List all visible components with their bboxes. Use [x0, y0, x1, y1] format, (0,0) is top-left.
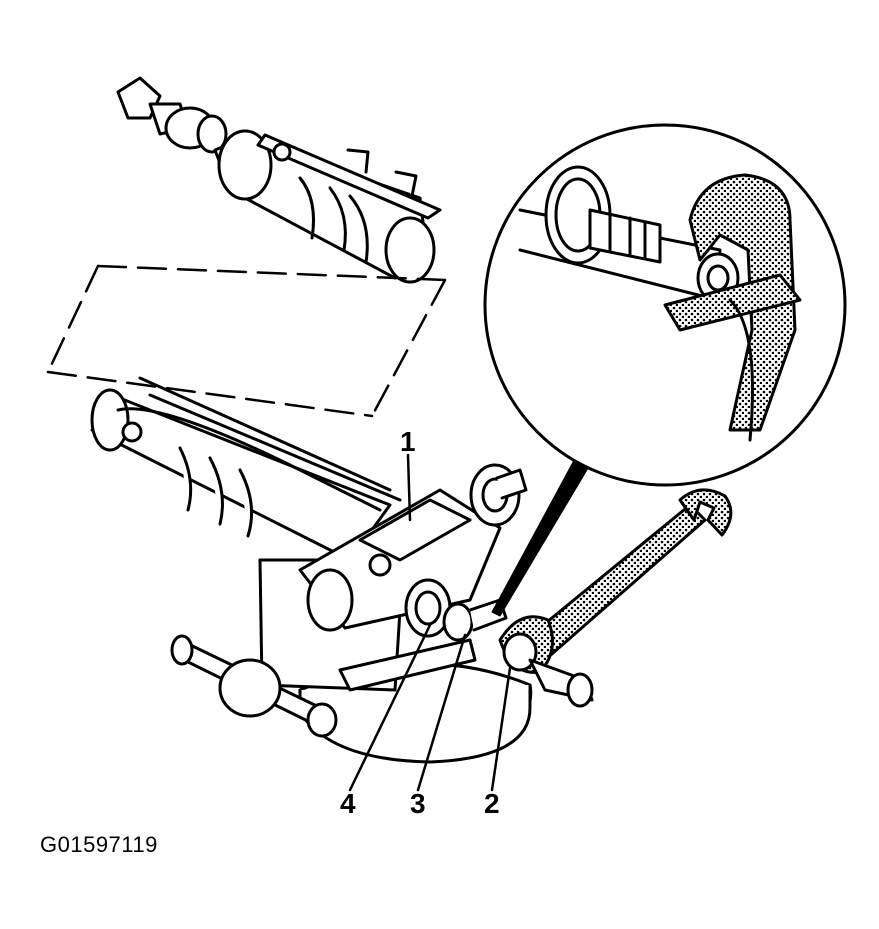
adjuster-plug-and-locknut: [404, 578, 508, 642]
callout-1: 1: [400, 426, 416, 457]
pinion-housing: [298, 463, 528, 632]
alignment-lines: [46, 264, 447, 418]
callout-3: 3: [410, 788, 426, 819]
callout-4: 4: [340, 788, 356, 819]
figure-id-label: G01597119: [40, 832, 158, 857]
callout-leaders: [348, 453, 512, 792]
steering-column-housing: [90, 376, 402, 562]
callout-2: 2: [484, 788, 500, 819]
bench-vise: [170, 558, 533, 764]
removed-shaft-assembly: [116, 76, 442, 284]
magnified-detail-view: [483, 123, 847, 487]
open-end-wrench: [498, 488, 733, 708]
